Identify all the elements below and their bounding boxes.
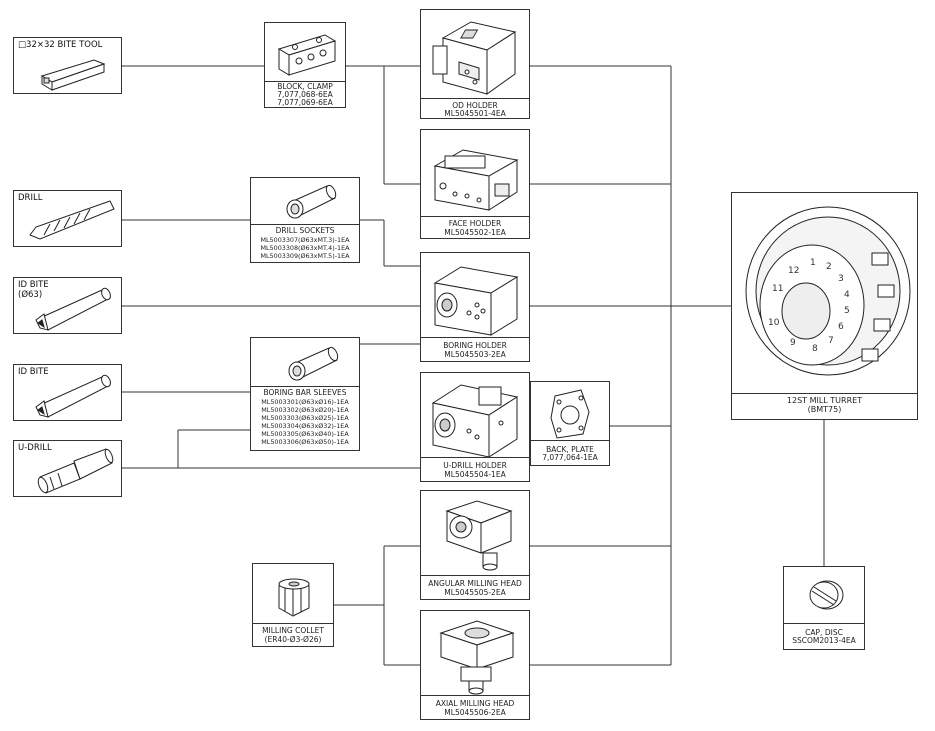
axial-head-name: AXIAL MILLING HEAD	[435, 699, 515, 708]
angular-head-name: ANGULAR MILLING HEAD	[428, 579, 522, 588]
collet-code: (ER40-Ø3-Ø26)	[264, 635, 322, 644]
face-holder-icon	[433, 149, 519, 211]
cap-disc: CAP, DISC SSCOM2013-4EA	[783, 566, 865, 650]
turret-station-11: 11	[772, 284, 783, 294]
back-plate: BACK, PLATE 7,077,064-1EA	[530, 381, 610, 466]
tool-u-drill: U-DRILL	[13, 440, 122, 497]
tool-id-bite-63: ID BITE (Ø63)	[13, 277, 122, 334]
turret-station-3: 3	[838, 274, 844, 284]
turret-station-4: 4	[844, 290, 850, 300]
cap-disc-icon	[809, 580, 844, 610]
tool-id-bite-63-line1: ID BITE	[18, 280, 49, 290]
block-clamp-code-2: 7,077,069-6EA	[277, 98, 333, 107]
sleeves-code-3: ML5003303(Ø63xØ25)-1EA	[261, 414, 349, 422]
axial-head-icon	[439, 620, 515, 695]
sleeves-code-2: ML5003302(Ø63xØ20)-1EA	[261, 406, 349, 414]
tool-drill-label: DRILL	[18, 193, 43, 203]
tool-id-bite-63-line2: (Ø63)	[18, 290, 43, 300]
boring-bar-sleeves: BORING BAR SLEEVES ML5003301(Ø63xØ16)-1E…	[250, 337, 360, 451]
turret-station-1: 1	[810, 258, 816, 268]
turret-station-12: 12	[788, 266, 799, 276]
tool-u-drill-label: U-DRILL	[18, 443, 52, 453]
block-clamp: BLOCK, CLAMP 7,077,068-6EA 7,077,069-6EA	[264, 22, 346, 108]
sleeves-name: BORING BAR SLEEVES	[263, 388, 347, 397]
od-holder: OD HOLDER ML5045501-4EA	[420, 9, 530, 119]
angular-head-icon	[445, 500, 513, 571]
turret-name: 12ST MILL TURRET	[786, 396, 863, 405]
turret-station-7: 7	[828, 336, 834, 346]
drill-sockets: DRILL SOCKETS ML5003307(Ø63xMT.3)-1EA ML…	[250, 177, 360, 263]
turret-station-5: 5	[844, 306, 850, 316]
drill-sockets-code-1: ML5003307(Ø63xMT.3)-1EA	[260, 236, 350, 244]
cap-disc-name: CAP, DISC	[805, 628, 843, 637]
turret-station-6: 6	[838, 322, 844, 332]
boring-holder: BORING HOLDER ML5045503-2EA	[420, 252, 530, 362]
sleeves-code-4: ML5003304(Ø63xØ32)-1EA	[261, 422, 349, 430]
axial-head-code: ML5045506-2EA	[444, 708, 506, 717]
sleeves-code-6: ML5003306(Ø63xØ50)-1EA	[261, 438, 349, 446]
u-drill-icon	[37, 448, 114, 494]
boring-holder-icon	[433, 266, 519, 336]
boring-bar-icon	[35, 287, 111, 331]
turret-station-9: 9	[790, 338, 796, 348]
od-holder-code: ML5045501-4EA	[444, 109, 506, 118]
turret-station-2: 2	[826, 262, 832, 272]
collet-name: MILLING COLLET	[262, 626, 324, 635]
angular-head-code: ML5045505-2EA	[444, 588, 506, 597]
sleeve-icon	[288, 346, 339, 381]
u-drill-holder-code: ML5045504-1EA	[444, 470, 506, 479]
u-drill-holder-name: U-DRILL HOLDER	[443, 461, 507, 470]
clamp-block-icon	[277, 34, 337, 76]
u-drill-holder: U-DRILL HOLDER ML5045504-1EA	[420, 372, 530, 482]
tool-bite-tool: □32×32 BITE TOOL	[13, 37, 122, 94]
face-holder-name: FACE HOLDER	[448, 219, 502, 228]
drill-sockets-code-2: ML5003308(Ø63xMT.4)-1EA	[260, 244, 350, 252]
sleeves-code-5: ML5003305(Ø63xØ40)-1EA	[261, 430, 349, 438]
back-plate-icon	[550, 389, 590, 439]
tool-id-bite: ID BITE	[13, 364, 122, 421]
face-holder-code: ML5045502-1EA	[444, 228, 506, 237]
angular-milling-head: ANGULAR MILLING HEAD ML5045505-2EA	[420, 490, 530, 600]
drill-socket-icon	[286, 184, 337, 219]
tool-drill: DRILL	[13, 190, 122, 247]
od-holder-icon	[432, 21, 517, 95]
face-holder: FACE HOLDER ML5045502-1EA	[420, 129, 530, 239]
milling-collet: MILLING COLLET (ER40-Ø3-Ø26)	[252, 563, 334, 647]
boring-bar-small-icon	[35, 374, 111, 418]
mill-turret: 1 2 3 4 5 6 7 8 9 10 11 12 12ST MILL TUR…	[731, 192, 918, 420]
block-clamp-name: BLOCK, CLAMP	[277, 82, 333, 91]
tool-id-bite-label: ID BITE	[18, 367, 49, 377]
tool-bite-tool-label: □32×32 BITE TOOL	[18, 40, 103, 50]
u-drill-holder-icon	[431, 384, 519, 458]
axial-milling-head: AXIAL MILLING HEAD ML5045506-2EA	[420, 610, 530, 720]
drill-icon	[29, 200, 115, 240]
boring-holder-code: ML5045503-2EA	[444, 350, 506, 359]
turret-station-10: 10	[768, 318, 780, 328]
turret-code: (BMT75)	[807, 405, 842, 414]
bite-tool-icon	[40, 59, 106, 91]
block-clamp-code-1: 7,077,068-6EA	[277, 90, 333, 99]
back-plate-name: BACK, PLATE	[546, 445, 594, 454]
od-holder-name: OD HOLDER	[452, 101, 498, 110]
boring-holder-name: BORING HOLDER	[443, 341, 507, 350]
drill-sockets-code-3: ML5003309(Ø63xMT.5)-1EA	[260, 252, 350, 260]
cap-disc-code: SSCOM2013-4EA	[792, 636, 856, 645]
back-plate-code: 7,077,064-1EA	[542, 453, 598, 462]
sleeves-code-1: ML5003301(Ø63xØ16)-1EA	[261, 398, 349, 406]
turret-station-8: 8	[812, 344, 818, 354]
drill-sockets-name: DRILL SOCKETS	[275, 226, 335, 235]
tool-id-bite-63-label: ID BITE (Ø63)	[18, 280, 49, 300]
turret-icon: 1 2 3 4 5 6 7 8 9 10 11 12	[745, 206, 911, 376]
collet-icon	[278, 578, 310, 617]
